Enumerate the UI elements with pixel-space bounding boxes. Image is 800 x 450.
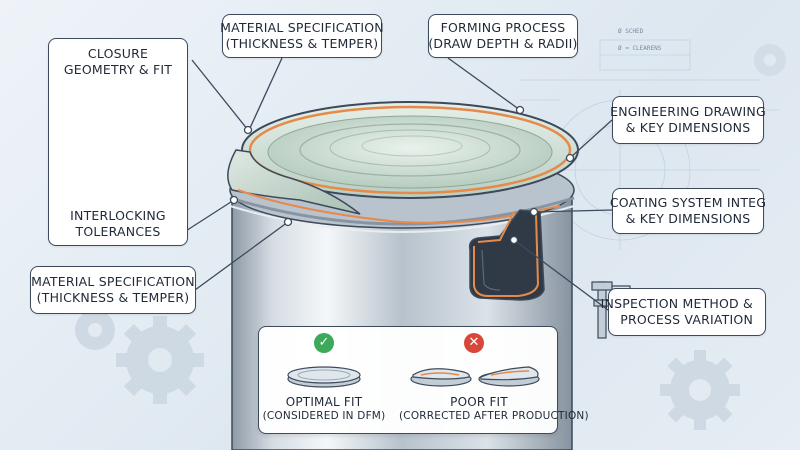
optimal-lid-icon: [287, 366, 361, 388]
closure-geometry-panel: [48, 38, 188, 246]
interlocking-tolerances-label: INTERLOCKING TOLERANCES: [70, 208, 166, 239]
poor-fit-lid-icon-left: [410, 368, 472, 387]
inspection-method-label: INSPECTION METHOD & PROCESS VARIATION: [601, 288, 766, 336]
drawing-note-2: Ø ≈ CLEARENS: [618, 45, 662, 52]
gear-icon: [754, 44, 786, 76]
gear-icon: [660, 350, 740, 430]
coating-system-label: COATING SYSTEM INTEG & KEY DIMENSIONS: [610, 188, 766, 234]
seam-cross-section: [468, 209, 545, 301]
leader-dots: [229, 105, 575, 245]
can-lid: [227, 101, 579, 224]
poor-fit-lid-icon-right: [478, 366, 540, 387]
material-specification-top-label: MATERIAL SPECIFICATION (THICKNESS & TEMP…: [220, 14, 384, 58]
engineering-drawing-label: ENGINEERING DRAWING & KEY DIMENSIONS: [610, 96, 766, 144]
cross-icon: ✕: [464, 333, 484, 353]
closure-geometry-label: CLOSURE GEOMETRY & FIT: [63, 46, 173, 77]
lid-icons: [287, 366, 540, 388]
optimal-fit-caption: OPTIMAL FIT (CONSIDERED IN DFM): [262, 395, 386, 422]
forming-process-label: FORMING PROCESS (DRAW DEPTH & RADII): [428, 14, 578, 58]
material-specification-left-label: MATERIAL SPECIFICATION (THICKNESS & TEMP…: [30, 266, 196, 314]
poor-fit-caption: POOR FIT (CORRECTED AFTER PRODUCTION): [399, 395, 589, 422]
check-icon: ✓: [314, 333, 334, 353]
drawing-note-1: Ø SCHED: [618, 28, 644, 35]
fit-comparison-panel: ✓ ✕ OPTIMAL FIT (CONSIDERED IN DFM): [258, 326, 589, 434]
gear-icon: [75, 310, 204, 404]
